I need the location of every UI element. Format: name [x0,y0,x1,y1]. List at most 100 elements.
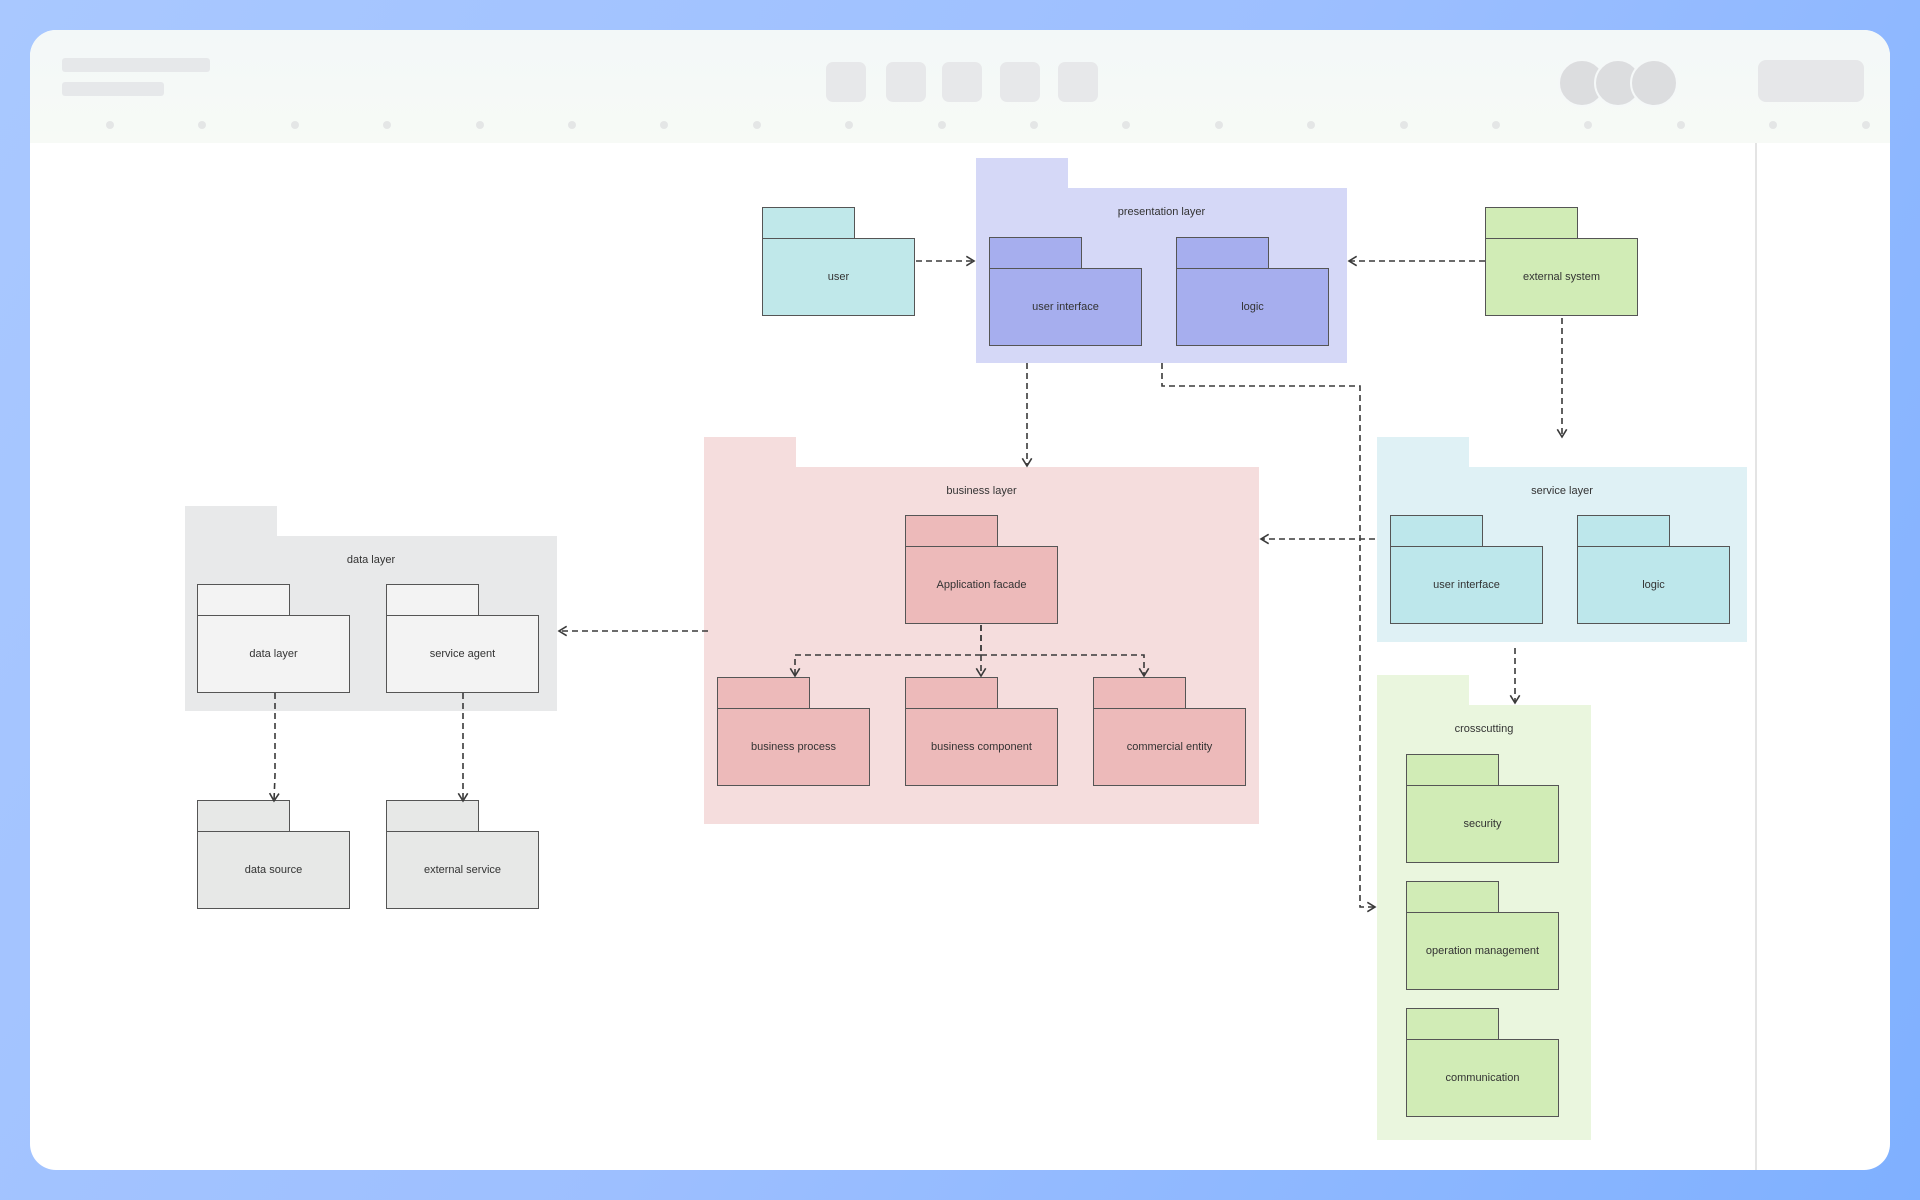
ruler-dot [383,121,392,129]
container-label: crosscutting [1454,723,1514,735]
arrowhead-icon [557,625,568,637]
package-d_layer[interactable] [197,615,350,693]
container-tab-business [704,437,796,467]
ruler-dot [1584,121,1593,129]
edge-d_layer-to-d_source[interactable] [273,693,276,802]
package-external_system[interactable] [1485,238,1638,316]
edge-b_facade-to-b_entity[interactable] [981,654,1145,676]
ruler-dot [937,121,946,129]
tool-button-3[interactable] [942,62,982,102]
ruler-dot [475,121,484,129]
package-s_logic[interactable] [1577,546,1730,624]
package-c_comm[interactable] [1406,1039,1559,1117]
container-label: service layer [1531,485,1593,497]
package-tab [1485,207,1578,239]
app-window: presentation layer business layer data lay… [30,30,1890,1170]
package-label: user interface [1032,301,1099,313]
container-tab-crosscutting [1377,675,1469,705]
package-label: security [1463,818,1502,830]
edge-b_facade-to-b_process[interactable] [794,625,982,676]
arrowhead-icon [1259,533,1270,545]
edge-presentation-to-crosscutting[interactable] [1161,363,1375,908]
package-c_ops[interactable] [1406,912,1559,990]
ruler-dot [845,121,854,129]
package-label: service agent [429,648,496,660]
package-label: Application facade [936,579,1027,591]
arrowhead-icon [1366,901,1377,913]
share-button[interactable] [1758,60,1864,102]
arrowhead-icon [1138,667,1150,678]
package-tab [905,515,998,547]
subtitle-placeholder [62,82,164,96]
package-c_security[interactable] [1406,785,1559,863]
arrowhead-icon [789,667,801,678]
ruler-dot [106,121,114,129]
package-p_logic[interactable] [1176,268,1329,346]
package-tab [905,677,998,709]
diagram-canvas: presentation layer business layer data lay… [30,30,1890,1170]
package-label: business component [931,741,1032,753]
package-label: logic [1642,579,1665,591]
package-b_facade[interactable] [905,546,1058,624]
package-tab [1390,515,1483,547]
ruler-dot [1676,121,1685,129]
tool-button-5[interactable] [1058,62,1098,102]
tool-button-4[interactable] [1000,62,1040,102]
package-label: user interface [1433,579,1500,591]
arrowhead-icon [1556,428,1568,439]
package-label: logic [1241,301,1264,313]
avatar[interactable] [1630,59,1678,107]
panel-divider [1755,143,1757,1170]
package-tab [386,800,479,832]
package-d_agent[interactable] [386,615,539,693]
arrowhead-icon [1021,457,1033,468]
ruler-dot [752,121,761,129]
ruler-dot [198,121,207,129]
package-label: external service [423,864,502,876]
package-label: business process [751,741,836,753]
package-label: operation management [1425,945,1540,957]
ruler-dot [1214,121,1223,129]
package-label: user [827,271,850,283]
package-b_process[interactable] [717,708,870,786]
package-label: data layer [249,648,298,660]
container-tab-presentation [976,158,1068,188]
ruler-dot [1769,121,1778,129]
package-tab [1577,515,1670,547]
container-label: business layer [946,485,1017,497]
package-b_entity[interactable] [1093,708,1246,786]
package-label: commercial entity [1126,741,1213,753]
arrowhead-icon [1347,255,1358,267]
edges-layer [268,255,1568,913]
package-tab [1406,881,1499,913]
package-s_ui[interactable] [1390,546,1543,624]
package-d_external[interactable] [386,831,539,909]
ruler-dot [1861,121,1870,129]
package-label: data source [244,864,303,876]
tool-button-1[interactable] [826,62,866,102]
arrowhead-icon [457,792,469,803]
arrowhead-icon [975,667,987,678]
container-label: data layer [346,554,396,566]
container-tab-service [1377,437,1469,467]
ruler-dot [290,121,299,129]
package-tab [1406,754,1499,786]
ruler-dot [1307,121,1316,129]
package-user[interactable] [762,238,915,316]
ruler-dot [1122,121,1131,129]
title-placeholder [62,58,210,72]
arrowhead-icon [1509,694,1521,705]
package-p_ui[interactable] [989,268,1142,346]
package-d_source[interactable] [197,831,350,909]
toolbar [30,30,1890,143]
arrowhead-icon [965,255,976,267]
container-label: presentation layer [1117,206,1206,218]
ruler-dot [1492,121,1500,129]
ruler-dot [1399,121,1408,129]
container-tab-data [185,506,277,536]
package-b_component[interactable] [905,708,1058,786]
package-label: external system [1522,271,1601,283]
package-label: communication [1445,1072,1520,1084]
ruler-dot [1030,121,1038,129]
tool-button-2[interactable] [886,62,926,102]
